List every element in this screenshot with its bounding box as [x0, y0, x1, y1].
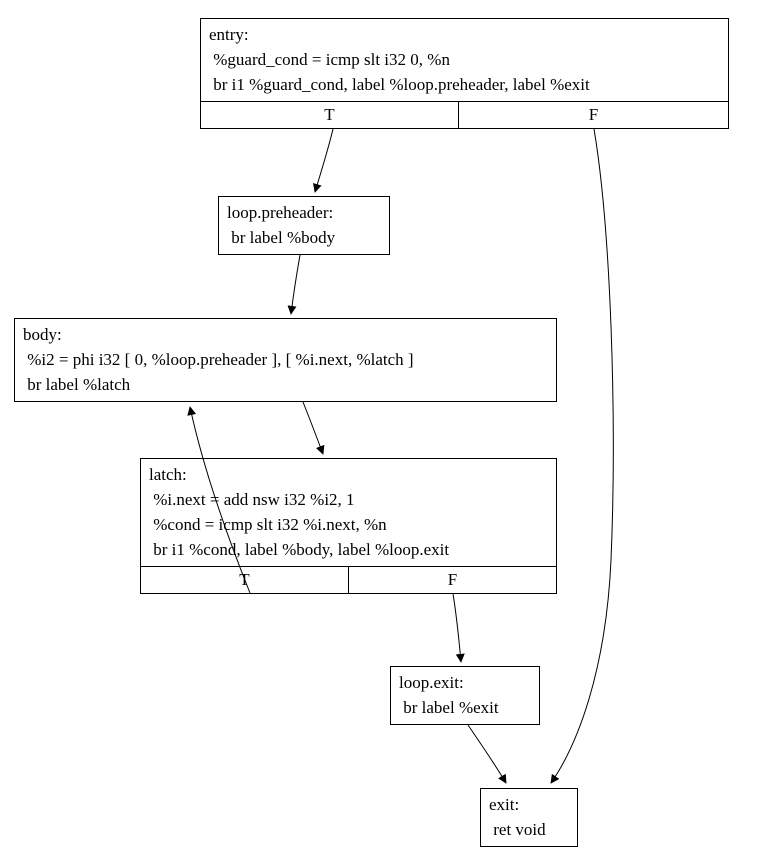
code-line: br label %exit [399, 698, 499, 717]
node-loop-preheader-code: loop.preheader: br label %body [219, 197, 389, 254]
code-line: %guard_cond = icmp slt i32 0, %n [209, 50, 450, 69]
code-line: br i1 %guard_cond, label %loop.preheader… [209, 75, 590, 94]
code-line: br label %latch [23, 375, 131, 394]
code-line: %cond = icmp slt i32 %i.next, %n [149, 515, 387, 534]
edge-body-to-latch [302, 401, 325, 455]
block-label-loop-exit: loop.exit: [399, 673, 464, 692]
node-entry-code: entry: %guard_cond = icmp slt i32 0, %n … [201, 19, 728, 101]
node-loop-preheader: loop.preheader: br label %body [218, 196, 390, 255]
node-body: body: %i2 = phi i32 [ 0, %loop.preheader… [14, 318, 557, 402]
code-line: %i2 = phi i32 [ 0, %loop.preheader ], [ … [23, 350, 414, 369]
node-latch-code: latch: %i.next = add nsw i32 %i2, 1 %con… [141, 459, 556, 566]
branch-row-latch: T F [141, 566, 556, 593]
block-label-latch: latch: [149, 465, 187, 484]
edge-entry-false-to-exit [550, 128, 614, 784]
branch-false-cell: F [588, 105, 599, 124]
branch-true-cell: T [201, 102, 459, 128]
node-latch: latch: %i.next = add nsw i32 %i2, 1 %con… [140, 458, 557, 594]
node-body-code: body: %i2 = phi i32 [ 0, %loop.preheader… [15, 319, 556, 401]
edge-preheader-to-body [287, 254, 301, 315]
block-label-exit: exit: [489, 795, 520, 814]
node-loop-exit: loop.exit: br label %exit [390, 666, 540, 725]
edge-loop-exit-to-exit [467, 724, 507, 784]
block-label-loop-preheader: loop.preheader: [227, 203, 334, 222]
code-line: br label %body [227, 228, 336, 247]
code-line: %i.next = add nsw i32 %i2, 1 [149, 490, 355, 509]
code-line: br i1 %cond, label %body, label %loop.ex… [149, 540, 450, 559]
edge-latch-false-to-loop-exit [452, 593, 465, 663]
branch-row-entry: T F [201, 101, 728, 128]
branch-true-cell: T [141, 567, 349, 593]
edge-entry-true-to-preheader [313, 128, 334, 193]
branch-false-cell: F [447, 570, 458, 589]
node-exit-code: exit: ret void [481, 789, 577, 846]
node-entry: entry: %guard_cond = icmp slt i32 0, %n … [200, 18, 729, 129]
block-label-entry: entry: [209, 25, 249, 44]
code-line: ret void [489, 820, 546, 839]
node-exit: exit: ret void [480, 788, 578, 847]
node-loop-exit-code: loop.exit: br label %exit [391, 667, 539, 724]
block-label-body: body: [23, 325, 62, 344]
